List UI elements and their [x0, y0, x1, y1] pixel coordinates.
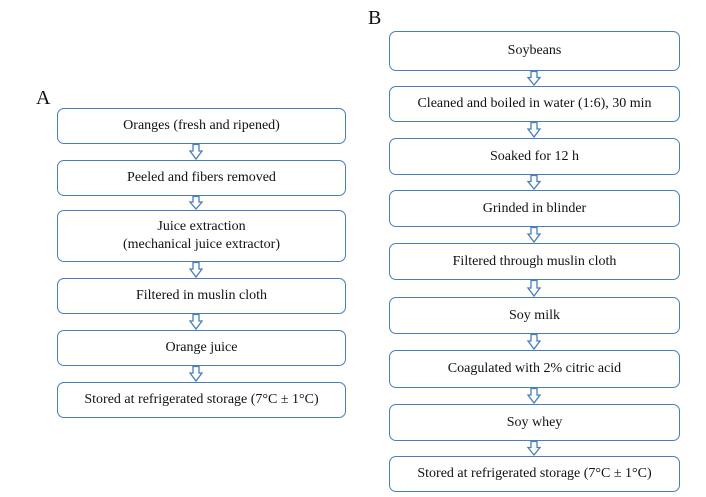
flow-arrow-icon	[188, 313, 204, 331]
step-b-coagulated: Coagulated with 2% citric acid	[389, 350, 680, 388]
step-a-stored-text: Stored at refrigerated storage (7°C ± 1°…	[84, 392, 319, 407]
flow-arrow-icon	[188, 143, 204, 161]
step-b-grinded: Grinded in blinder	[389, 190, 680, 227]
step-a-orange-juice: Orange juice	[57, 330, 346, 366]
step-b-stored-text: Stored at refrigerated storage (7°C ± 1°…	[417, 466, 652, 481]
step-a-oranges-text: Oranges (fresh and ripened)	[123, 118, 280, 133]
flow-arrow-icon	[526, 174, 542, 191]
step-a-juice-extraction-subtext: (mechanical juice extractor)	[122, 237, 280, 252]
step-a-filtered: Filtered in muslin cloth	[57, 278, 346, 314]
step-a-peeled: Peeled and fibers removed	[57, 160, 346, 196]
step-b-filtered-text: Filtered through muslin cloth	[452, 253, 617, 269]
step-b-stored: Stored at refrigerated storage (7°C ± 1°…	[389, 456, 680, 492]
step-b-coagulated-text: Coagulated with 2% citric acid	[447, 361, 622, 376]
step-b-soy-whey: Soy whey	[389, 404, 680, 441]
step-a-filtered-text: Filtered in muslin cloth	[135, 288, 268, 303]
flow-arrow-icon	[526, 226, 542, 244]
step-b-cleaned-boiled-text: Cleaned and boiled in water (1:6), 30 mi…	[417, 96, 652, 111]
flow-arrow-icon	[526, 70, 542, 87]
step-a-orange-juice-text: Orange juice	[165, 340, 238, 355]
step-b-soy-milk-text: Soy milk	[509, 307, 560, 323]
step-b-soy-whey-text: Soy whey	[506, 414, 563, 430]
step-b-soaked-text: Soaked for 12 h	[489, 148, 580, 164]
step-b-soybeans: Soybeans	[389, 31, 680, 71]
flow-arrow-icon	[526, 440, 542, 457]
step-b-soaked: Soaked for 12 h	[389, 138, 680, 175]
flow-arrow-icon	[188, 261, 204, 279]
step-b-soy-milk: Soy milk	[389, 297, 680, 334]
step-a-peeled-text: Peeled and fibers removed	[127, 170, 276, 185]
step-a-oranges: Oranges (fresh and ripened)	[57, 108, 346, 144]
step-b-filtered: Filtered through muslin cloth	[389, 243, 680, 280]
flow-arrow-icon	[188, 365, 204, 383]
flow-arrow-icon	[526, 121, 542, 139]
flow-arrow-icon	[188, 195, 204, 210]
step-b-cleaned-boiled: Cleaned and boiled in water (1:6), 30 mi…	[389, 86, 680, 122]
panel-a-label: A	[36, 87, 51, 109]
panel-b-label: B	[368, 7, 382, 29]
step-a-stored: Stored at refrigerated storage (7°C ± 1°…	[57, 382, 346, 418]
step-b-soybeans-text: Soybeans	[507, 43, 562, 58]
flow-arrow-icon	[526, 279, 542, 298]
step-a-juice-extraction-text: Juice extraction	[157, 219, 246, 234]
step-b-grinded-text: Grinded in blinder	[482, 200, 587, 216]
step-a-juice-extraction: Juice extraction (mechanical juice extra…	[57, 210, 346, 262]
flow-arrow-icon	[526, 333, 542, 351]
flow-arrow-icon	[526, 387, 542, 405]
